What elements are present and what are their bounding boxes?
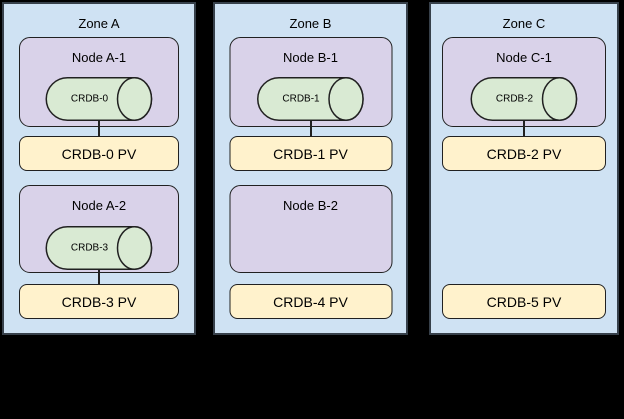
zone-b-label: Zone B [289,16,332,31]
node-a-2-label: Node A-2 [71,198,127,213]
zone-a: Zone A Node A-1 CRDB-0 CRDB-0 PV Node A-… [2,2,196,335]
zone-c-label: Zone C [502,16,546,31]
node-b-2: Node B-2 [229,185,392,273]
pv-crdb-3-label: CRDB-3 PV [61,293,137,310]
pod-crdb-1-label: CRDB-1 [282,93,320,105]
pod-crdb-3: CRDB-3 [45,226,153,270]
zone-c: Zone C Node C-1 CRDB-2 CRDB-2 PV CRDB-5 … [429,2,619,335]
node-a-1: Node A-1 CRDB-0 [19,37,179,127]
cylinder-icon [45,226,153,270]
pv-crdb-4-label: CRDB-4 PV [273,293,348,310]
connector-crdb-0-to-pv [98,121,100,137]
pv-crdb-2-label: CRDB-2 PV [486,145,562,162]
node-c-1: Node C-1 CRDB-2 [442,37,606,127]
pod-crdb-0: CRDB-0 [45,77,153,121]
pv-crdb-1: CRDB-1 PV [229,136,392,171]
pod-crdb-0-label: CRDB-0 [70,93,109,105]
pv-crdb-1-label: CRDB-1 PV [273,145,348,162]
pod-crdb-2-label: CRDB-2 [495,93,534,105]
pv-crdb-4: CRDB-4 PV [229,284,392,319]
cylinder-icon [257,77,364,121]
pod-crdb-3-label: CRDB-3 [70,242,109,254]
pv-crdb-5-label: CRDB-5 PV [486,293,562,310]
connector-crdb-3-to-pv [98,270,100,285]
pv-crdb-0: CRDB-0 PV [19,136,179,171]
node-b-1-label: Node B-1 [283,50,338,65]
connector-crdb-2-to-pv [523,121,525,137]
cylinder-icon [45,77,153,121]
pv-crdb-0-label: CRDB-0 PV [61,145,137,162]
zone-a-label: Zone A [78,16,120,31]
node-b-2-label: Node B-2 [283,198,338,213]
cylinder-icon [470,77,578,121]
connector-crdb-1-to-pv [309,121,312,137]
pod-crdb-1: CRDB-1 [257,77,364,121]
pod-crdb-2: CRDB-2 [470,77,578,121]
node-a-2: Node A-2 CRDB-3 [19,185,179,273]
pv-crdb-2: CRDB-2 PV [442,136,606,171]
node-c-1-label: Node C-1 [496,50,552,65]
zone-b: Zone B Node B-1 CRDB-1 CRDB-1 PV Node B-… [213,2,408,335]
node-b-1: Node B-1 CRDB-1 [229,37,392,127]
pv-crdb-5: CRDB-5 PV [442,284,606,319]
node-a-1-label: Node A-1 [71,50,127,65]
pv-crdb-3: CRDB-3 PV [19,284,179,319]
